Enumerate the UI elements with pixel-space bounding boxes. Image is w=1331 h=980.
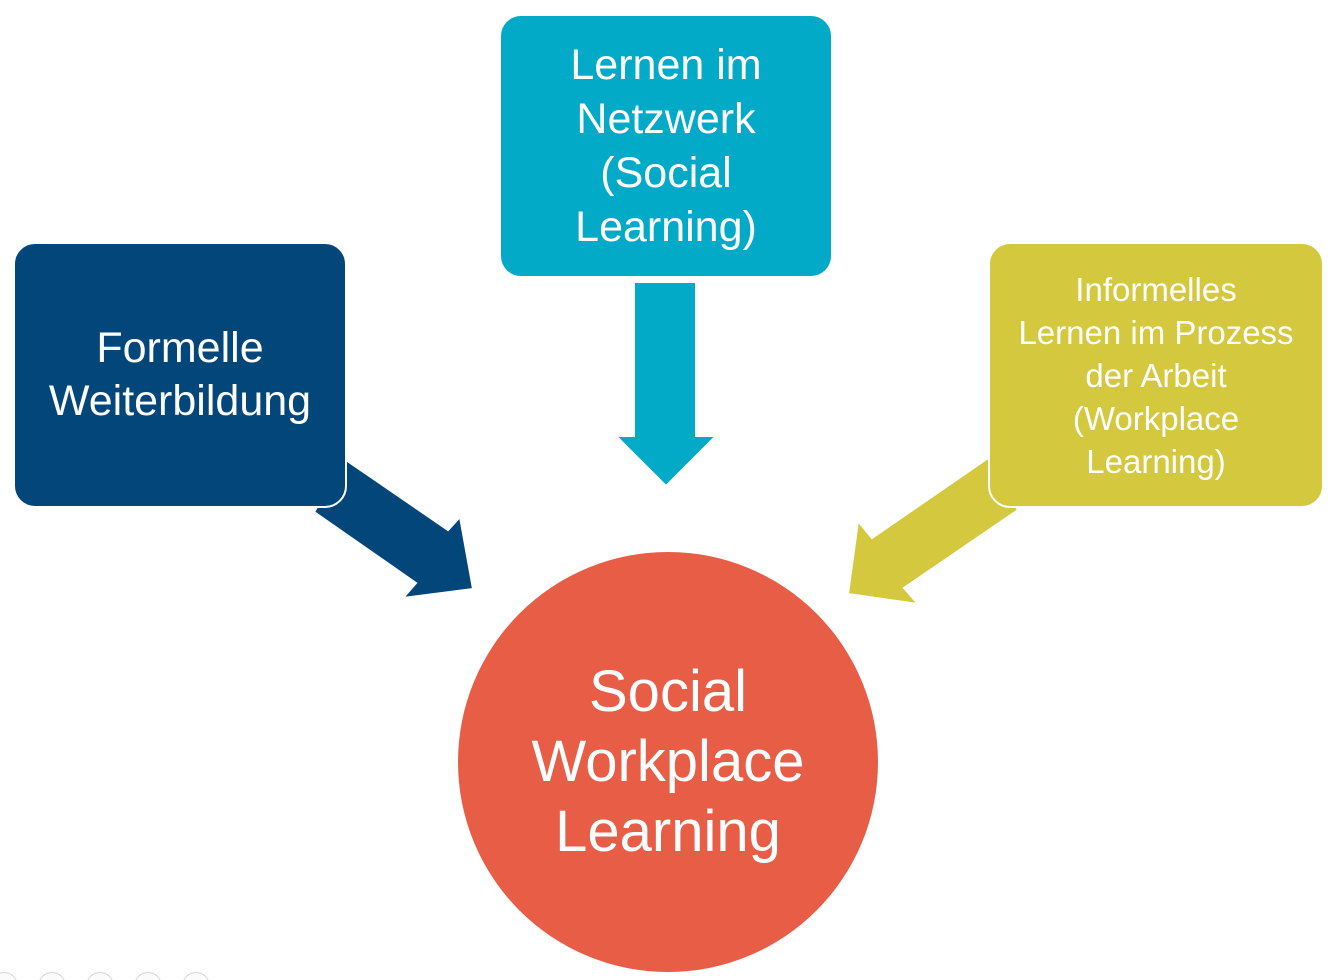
nav-dot[interactable] — [38, 972, 66, 980]
center-circle-social-workplace-learning: Social Workplace Learning — [458, 552, 878, 972]
nav-dot[interactable] — [182, 972, 210, 980]
nav-dot[interactable] — [0, 972, 18, 980]
arrow-informal-to-center — [846, 456, 1020, 606]
box-formal-training: Formelle Weiterbildung — [13, 242, 347, 508]
slide-navigation-dots — [0, 966, 260, 980]
arrow-formal-to-center — [312, 458, 475, 600]
arrow-network-to-center — [613, 281, 719, 488]
nav-dot[interactable] — [86, 972, 114, 980]
box-network-learning: Lernen im Netzwerk (Social Learning) — [499, 14, 833, 278]
box-informal-learning: Informelles Lernen im Prozess der Arbeit… — [988, 242, 1324, 508]
nav-dot[interactable] — [134, 972, 162, 980]
